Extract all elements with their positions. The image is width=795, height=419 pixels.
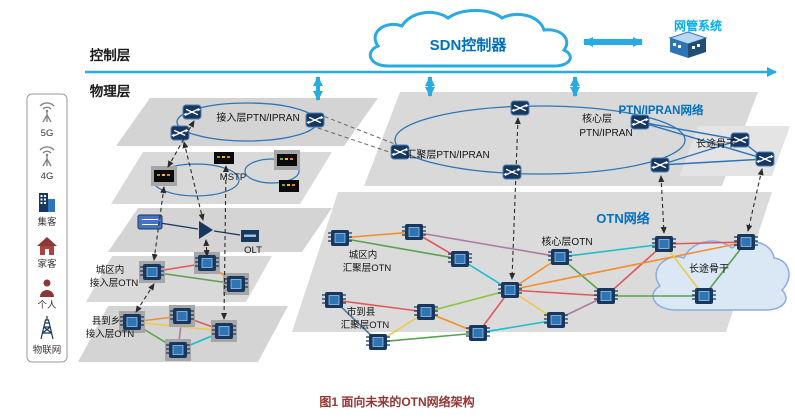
- otn-county-agg-label-line1: 市到县: [347, 306, 376, 318]
- ptn-core-router-1: [630, 114, 650, 130]
- ptn-access-to-agg-links: [317, 113, 405, 158]
- mstp-node-3: [274, 150, 300, 170]
- nms-label: 网管系统: [674, 18, 722, 33]
- otn-core-node-2: [497, 281, 523, 299]
- ptn-access-label: 接入层PTN/IPRAN: [216, 111, 299, 124]
- ptn-core-router-2: [650, 157, 670, 173]
- otn-county-access-label-line1: 县到乡: [92, 315, 121, 327]
- otn-county-access-node-4: [165, 339, 191, 361]
- ptn-access-router-1: [182, 104, 202, 120]
- otn-core-label: 核心层OTN: [541, 235, 592, 248]
- otn-county-agg-node-1: [321, 291, 347, 309]
- sidebar-label-5g: 5G: [41, 128, 54, 139]
- otn-city-agg-label-line1: 城区内: [349, 249, 378, 261]
- control-to-physical-arrows: [313, 76, 580, 101]
- otn-network-title: OTN网络: [596, 211, 649, 226]
- olt-terminal: [241, 230, 259, 242]
- sdn-controller-label: SDN控制器: [430, 36, 508, 54]
- figure-caption: 图1 面向未来的OTN网络架构: [319, 394, 474, 409]
- otn-backbone-node-2: [733, 233, 759, 251]
- otn-city-agg-label-line2: 汇聚层OTN: [343, 263, 392, 274]
- sidebar-label-4g: 4G: [41, 171, 54, 182]
- otn-city-access-node-3: [223, 273, 249, 295]
- otn-county-agg-label-line2: 汇聚层OTN: [341, 320, 390, 331]
- ptn-agg-label: 汇聚层PTN/IPRAN: [406, 148, 489, 161]
- ptn-access-router-2: [170, 125, 190, 141]
- mstp-node-1: [151, 166, 177, 186]
- control-layer-label: 控制层: [90, 47, 131, 63]
- ptn-backbone-label: 长途骨干: [696, 137, 736, 150]
- otn-backbone-node-1: [651, 235, 677, 253]
- ptn-backbone-router-2: [755, 151, 775, 167]
- mstp-node-4: [279, 180, 299, 192]
- ptn-core-label-line2: PTN/IPRAN: [579, 128, 632, 139]
- otn-backbone-cloud: [652, 240, 790, 311]
- mstp-node-2: [214, 152, 234, 164]
- sidebar-label-home: 家客: [37, 258, 57, 270]
- cross-layer-dashed-arrows: [135, 117, 764, 320]
- otn-county-access-label-line2: 接入层OTN: [86, 328, 135, 340]
- access-types-panel: [26, 93, 68, 363]
- sidebar-label-personal: 个人: [37, 300, 57, 311]
- otn-county-agg-node-2: [413, 303, 439, 321]
- ptn-agg-ring: [394, 105, 686, 175]
- nms-server-icon: [669, 31, 707, 59]
- otn-county-access-node-2: [169, 305, 195, 327]
- ptn-agg-router-3: [502, 164, 522, 180]
- otn-city-access-label-line2: 接入层OTN: [90, 277, 139, 289]
- sdn-controller-cloud: [368, 9, 572, 68]
- sidebar-label-iot: 物联网: [33, 344, 62, 356]
- mstp-ring-right: [244, 158, 300, 184]
- physical-layer-label: 物理层: [90, 83, 131, 99]
- mstp-label: MSTP: [220, 172, 246, 183]
- ptn-core-label-line1: 核心层: [582, 112, 612, 125]
- otn-county-agg-node-4: [465, 324, 491, 342]
- olt-chassis: [137, 214, 163, 230]
- otn-city-agg-node-1: [327, 229, 353, 247]
- otn-backbone-label: 长途骨干: [689, 262, 729, 275]
- otn-core-node-4: [543, 311, 569, 329]
- otn-county-access-node-3: [211, 320, 237, 342]
- otn-core-node-1: [547, 248, 573, 266]
- otn-core-node-3: [593, 287, 619, 305]
- olt-label: OLT: [244, 245, 262, 256]
- otn-city-access-node-1: [139, 261, 165, 283]
- ptn-agg-router-2: [510, 100, 530, 116]
- ptn-access-router-3: [305, 112, 325, 128]
- otn-city-agg-node-2: [401, 223, 427, 241]
- otn-city-access-label-line1: 城区内: [96, 264, 125, 276]
- sidebar-label-group: 集客: [37, 216, 57, 228]
- ptn-network-title: PTN/IPRAN网络: [619, 103, 704, 117]
- otn-city-agg-node-3: [447, 250, 473, 268]
- otn-backbone-node-3: [691, 287, 717, 305]
- otn-county-agg-node-3: [365, 333, 391, 351]
